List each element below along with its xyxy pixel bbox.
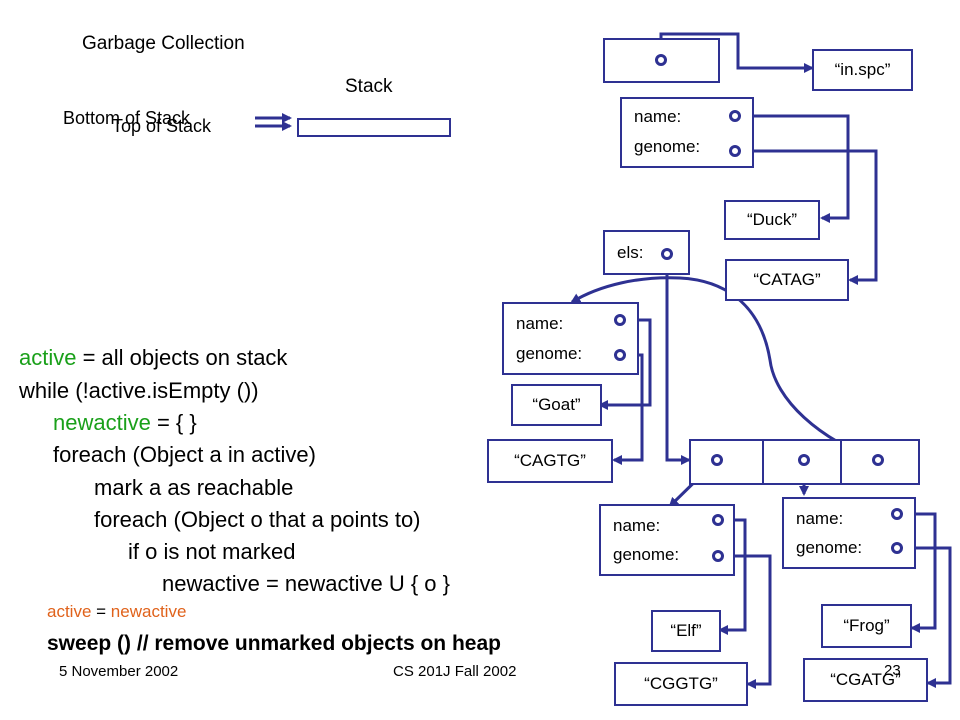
page-number: 23 xyxy=(884,662,901,679)
array-slot-divider xyxy=(762,441,764,483)
bottom-of-stack-label: Bottom of Stack xyxy=(63,108,191,128)
code-line-10: sweep () // remove unmarked objects on h… xyxy=(47,632,501,655)
arrow-to-cggtg xyxy=(718,554,772,689)
array-slot-divider xyxy=(840,441,842,483)
arrow-to-cgatg xyxy=(897,546,952,688)
code-line-5: mark a as reachable xyxy=(94,475,294,500)
spc-object-box xyxy=(603,38,720,83)
els-field-label: els: xyxy=(617,243,644,262)
arrow-els-to-array xyxy=(665,254,691,465)
els-array xyxy=(689,439,920,485)
name-field-label: name: xyxy=(796,509,844,528)
species-object: name: genome: xyxy=(620,97,754,168)
code-line-2: while (!active.isEmpty ()) xyxy=(19,378,259,403)
code-line-7: if o is not marked xyxy=(128,539,296,564)
cggtg-string: “CGGTG” xyxy=(614,662,748,706)
code-line-6: foreach (Object o that a points to) xyxy=(94,507,421,532)
elf-object: name: genome: xyxy=(599,504,735,576)
cagtg-string: “CAGTG” xyxy=(487,439,613,483)
footer-date: 5 November 2002 xyxy=(59,663,179,680)
arrow-array-to-goat xyxy=(570,276,879,462)
cgatg-string: “CGATG” xyxy=(803,658,928,702)
code-line-3: newactive = { } xyxy=(53,410,197,436)
goat-string: “Goat” xyxy=(511,384,602,426)
page-title: Garbage Collection xyxy=(82,33,245,54)
genome-field-label: genome: xyxy=(634,137,701,156)
top-of-stack-label: Top of Stack xyxy=(112,116,212,136)
els-object: els: xyxy=(603,230,690,275)
goat-object: name: genome: xyxy=(502,302,639,375)
code-line-4: foreach (Object a in active) xyxy=(53,442,316,467)
genome-field-label: genome: xyxy=(613,545,680,564)
newactive-keyword: newactive xyxy=(53,410,151,435)
frog-object: name: genome: xyxy=(782,497,916,569)
stack-frame xyxy=(297,118,451,137)
newactive-assign: newactive xyxy=(110,602,187,621)
duck-string: “Duck” xyxy=(724,200,820,240)
arrow-to-frog xyxy=(897,512,937,633)
arrow-to-catag xyxy=(735,149,878,285)
stack-label: Stack xyxy=(345,76,393,97)
arrow-to-duck xyxy=(735,114,850,223)
active-keyword: active xyxy=(19,345,77,370)
name-field-label: name: xyxy=(634,107,682,126)
catag-string: “CATAG” xyxy=(725,259,849,301)
elf-string: “Elf” xyxy=(651,610,721,652)
code-text: = { } xyxy=(150,410,197,435)
code-line-9: active = newactive xyxy=(47,602,186,622)
name-field-label: name: xyxy=(613,516,661,535)
active-assign: active xyxy=(47,602,92,621)
footer-course: CS 201J Fall 2002 xyxy=(393,663,517,680)
name-field-label: name: xyxy=(516,314,564,333)
genome-field-label: genome: xyxy=(796,538,863,557)
code-text: = all objects on stack xyxy=(76,345,288,370)
code-text: = xyxy=(91,602,111,621)
code-line-8: newactive = newactive U { o } xyxy=(162,571,450,596)
frog-string: “Frog” xyxy=(821,604,912,648)
in-spc-string: “in.spc” xyxy=(812,49,913,91)
genome-field-label: genome: xyxy=(516,344,583,363)
code-line-1: active = all objects on stack xyxy=(19,345,287,371)
